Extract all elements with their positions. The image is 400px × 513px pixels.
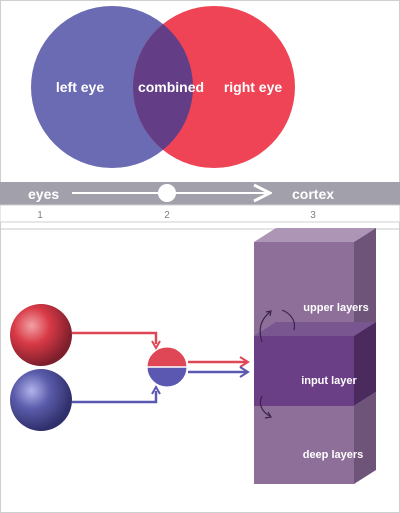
upward-arrowhead <box>265 310 272 317</box>
upward-projection-arrow <box>259 311 271 343</box>
input-block-front <box>254 336 354 406</box>
upper-block-side <box>354 228 376 350</box>
input-layer-label: input layer <box>301 375 357 387</box>
combined-label: combined <box>138 79 204 95</box>
red-output-arrowhead <box>239 356 250 368</box>
output-arrows <box>188 356 250 378</box>
overlap-region <box>133 6 193 168</box>
step-strip <box>0 204 400 223</box>
combined-ball-blue-half <box>147 367 187 387</box>
timeline-start-label: eyes <box>28 186 59 202</box>
combined-ball-red-half <box>147 347 187 367</box>
deep-layers-label: deep layers <box>303 449 364 461</box>
combined-ball <box>146 346 188 388</box>
upper-block-top <box>254 228 376 242</box>
step-1-label: 1 <box>37 210 43 221</box>
blue-sphere-icon <box>10 369 72 431</box>
downward-arrowhead <box>264 411 272 419</box>
upper-block-front <box>254 242 354 336</box>
upper-feedback-arrow <box>281 309 296 331</box>
upper-layers-label: upper layers <box>303 302 368 314</box>
blue-output-arrowhead <box>239 366 250 378</box>
venn-diagram: left eye combined right eye <box>31 6 295 168</box>
deep-block-side <box>354 392 376 484</box>
right-eye-label: right eye <box>224 79 283 95</box>
signal-paths <box>72 331 161 404</box>
input-block-side <box>354 322 376 406</box>
timeline: eyes cortex 1 2 3 <box>0 182 400 230</box>
blue-path-arrowhead <box>151 384 161 395</box>
left-eye-label: left eye <box>56 79 104 95</box>
downward-projection-arrow <box>259 395 271 417</box>
cortex-block: upper layers input layer deep layers <box>254 228 376 484</box>
combined-ball-outline <box>146 346 188 388</box>
timeline-position-marker[interactable] <box>158 184 176 202</box>
red-path-arrowhead <box>151 340 161 351</box>
input-block-top <box>254 322 376 336</box>
blue-path <box>72 391 158 404</box>
red-sphere-icon <box>10 304 72 366</box>
red-path <box>72 331 158 344</box>
step-3-label: 3 <box>310 210 316 221</box>
deep-block-front <box>254 406 354 484</box>
timeline-end-label: cortex <box>292 186 334 202</box>
step-2-label: 2 <box>164 210 170 221</box>
